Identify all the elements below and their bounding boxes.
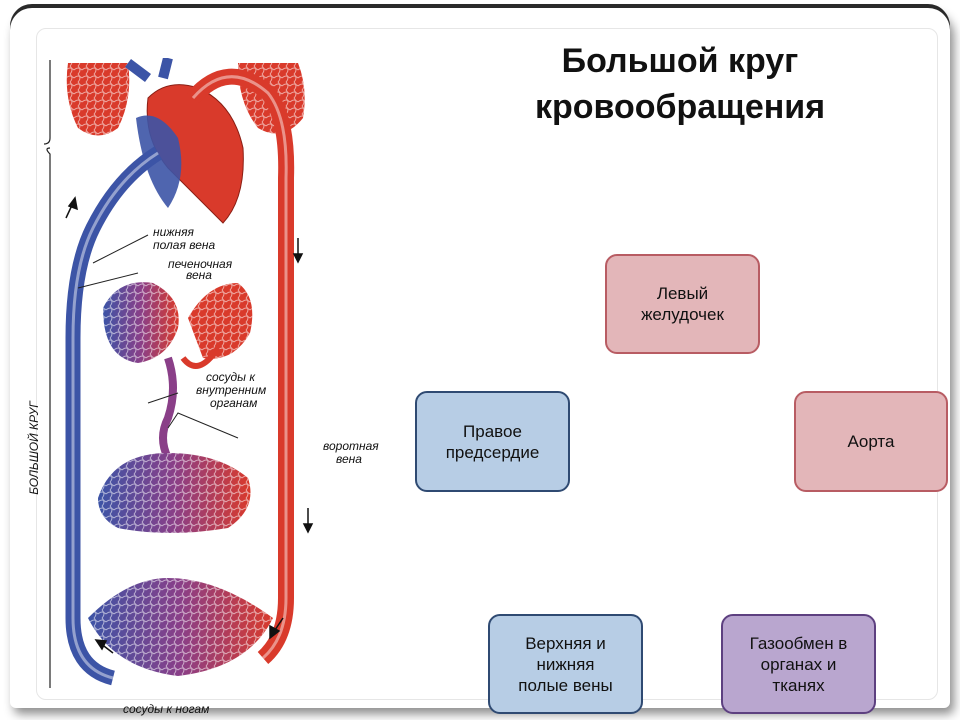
flow-arrows (65, 196, 314, 654)
gas-exchange-box: Газообмен в органах и тканях (721, 614, 876, 714)
side-label: БОЛЬШОЙ КРУГ (25, 400, 41, 495)
label-organ-vessels-3: органам (210, 396, 257, 410)
label-organ-vessels-1: сосуды к (206, 370, 256, 384)
side-bracket (43, 60, 51, 688)
slide-title: Большой круг кровообращения (500, 38, 860, 130)
title-line-2: кровообращения (534, 88, 826, 126)
slide-frame (36, 28, 938, 700)
aorta-box: Аорта (794, 391, 948, 492)
right-atrium-box: Правое предсердие (415, 391, 570, 492)
venae-cavae-box: Верхняя и нижняя полые вены (488, 614, 643, 714)
label-hepatic-vein-1: печеночная (168, 257, 233, 271)
left-ventricle-box: Левый желудочек (605, 254, 760, 354)
title-line-1: Большой круг (561, 42, 799, 80)
label-inferior-vena-cava-1: нижняя (153, 225, 195, 239)
aorta (186, 68, 295, 665)
label-portal-vein-2: вена (336, 452, 362, 466)
label-organ-vessels-2: внутренним (196, 383, 266, 397)
label-leg-vessels: сосуды к ногам (123, 702, 209, 716)
label-portal-vein-1: воротная (323, 439, 379, 453)
circulation-diagram: БОЛЬШОЙ КРУГ нижняя полая ве (25, 58, 379, 716)
portal-vein (159, 356, 177, 460)
label-inferior-vena-cava-2: полая вена (153, 238, 215, 252)
vena-cava (65, 146, 163, 686)
label-hepatic-vein-2: вена (186, 268, 212, 282)
